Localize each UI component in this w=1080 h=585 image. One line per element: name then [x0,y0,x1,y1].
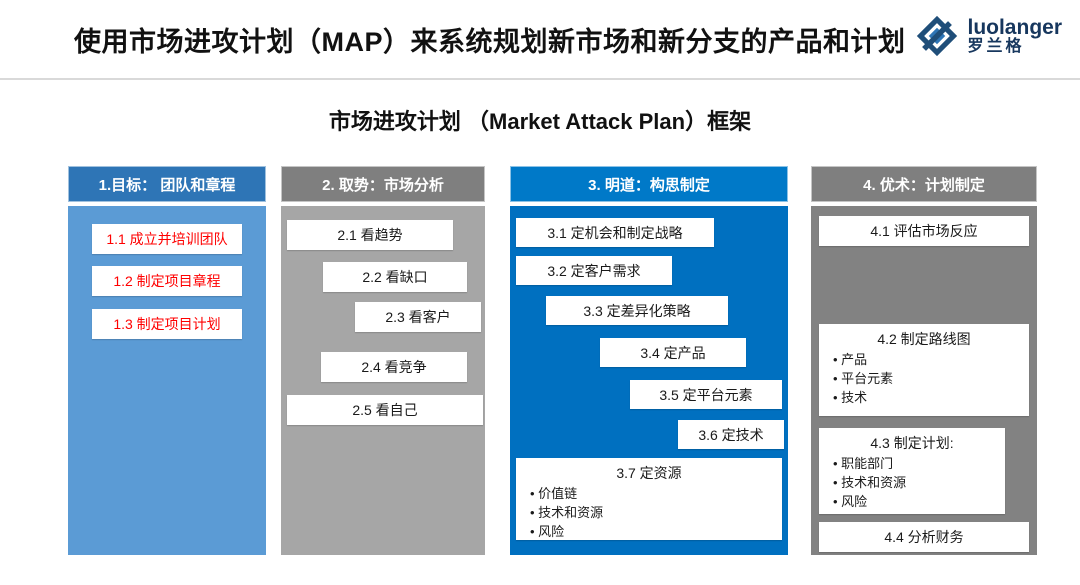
column2-header: 2. 取势：市场分析 [281,166,485,202]
step-3-7-title: 3.7 定资源 [616,465,682,481]
column3-body: 3.1 定机会和制定战略 3.2 定客户需求 3.3 定差异化策略 3.4 定产… [510,206,788,555]
page-title: 使用市场进攻计划（MAP）来系统规划新市场和新分支的产品和计划 [74,27,906,57]
logo-cn-name: 罗兰格 [967,37,1025,55]
step-2-4: 2.4 看竞争 [321,352,467,382]
step-2-2: 2.2 看缺口 [323,262,467,292]
step-4-3-title: 4.3 制定计划: [870,435,954,451]
step-3-7-bullet-2: 技术和资源 [524,504,774,523]
step-3-5: 3.5 定平台元素 [630,380,782,409]
logo-diamond-icon [917,15,958,57]
step-3-4: 3.4 定产品 [600,338,746,367]
step-3-7-box: 3.7 定资源 价值链 技术和资源 风险 [516,458,782,540]
step-4-3-bullet-2: 技术和资源 [827,474,997,493]
logo: luolanger 罗兰格 [915,14,1062,58]
column2-body: 2.1 看趋势 2.2 看缺口 2.3 看客户 2.4 看竞争 2.5 看自己 [281,206,485,555]
logo-name: luolanger [967,15,1062,39]
step-4-3-bullet-3: 风险 [827,493,997,512]
column3-header: 3. 明道：构思制定 [510,166,788,202]
step-1-2: 1.2 制定项目章程 [92,266,242,296]
framework-subtitle: 市场进攻计划 （Market Attack Plan）框架 [328,109,752,134]
step-4-4: 4.4 分析财务 [819,522,1029,552]
step-4-2-box: 4.2 制定路线图 产品 平台元素 技术 [819,324,1029,416]
column1-header: 1.目标： 团队和章程 [68,166,266,202]
step-4-3-bullet-1: 职能部门 [827,455,997,474]
step-4-2-bullet-3: 技术 [827,389,1021,408]
step-3-2: 3.2 定客户需求 [516,256,672,285]
step-1-1: 1.1 成立并培训团队 [92,224,242,254]
step-4-2-bullet-2: 平台元素 [827,370,1021,389]
column4-header: 4. 优术：计划制定 [811,166,1037,202]
step-4-2-title: 4.2 制定路线图 [877,331,971,347]
step-3-6: 3.6 定技术 [678,420,784,449]
step-2-1: 2.1 看趋势 [287,220,453,250]
step-3-7-bullet-1: 价值链 [524,485,774,504]
column4-body: 4.1 评估市场反应 4.2 制定路线图 产品 平台元素 技术 4.3 制定计划… [811,206,1037,555]
step-4-1: 4.1 评估市场反应 [819,216,1029,246]
column1-body: 1.1 成立并培训团队 1.2 制定项目章程 1.3 制定项目计划 [68,206,266,555]
step-3-1: 3.1 定机会和制定战略 [516,218,714,247]
logo-text: luolanger 罗兰格 [967,15,1062,56]
title-divider [0,78,1080,80]
step-2-5: 2.5 看自己 [287,395,483,425]
step-4-3-box: 4.3 制定计划: 职能部门 技术和资源 风险 [819,428,1005,514]
step-2-3: 2.3 看客户 [355,302,481,332]
step-4-2-bullet-1: 产品 [827,351,1021,370]
step-3-7-bullet-3: 风险 [524,523,774,542]
step-3-3: 3.3 定差异化策略 [546,296,728,325]
step-1-3: 1.3 制定项目计划 [92,309,242,339]
